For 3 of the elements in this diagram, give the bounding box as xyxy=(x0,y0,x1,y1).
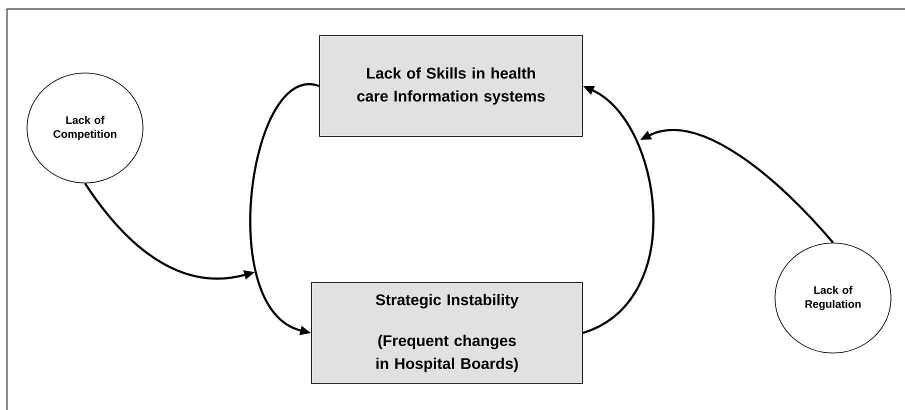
arrow xyxy=(582,86,654,334)
process-box: Lack of Skills in health care Information systems xyxy=(319,35,583,137)
process-box: Strategic Instability (Frequent changes in Hospital Boards) xyxy=(311,282,583,384)
